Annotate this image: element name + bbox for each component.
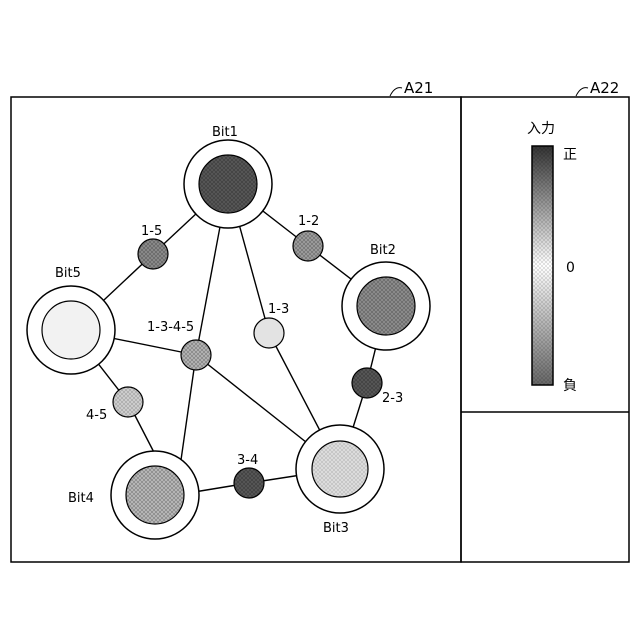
ref-main-leader — [390, 88, 402, 96]
qubit-label: Bit3 — [323, 521, 349, 536]
coupler-label: 3-4 — [237, 453, 258, 468]
ref-main-label: A21 — [404, 79, 433, 97]
qubit-bit2: Bit2 — [342, 243, 430, 350]
qubit-bit4: Bit4 — [68, 451, 199, 539]
coupler-label: 1-3 — [268, 302, 289, 317]
coupler-label: 1-2 — [298, 214, 319, 229]
coupler-1-3: 1-3 — [254, 302, 289, 348]
legend-bottom-label: 負 — [563, 378, 577, 394]
ref-side-leader — [576, 88, 588, 96]
legend-title: 入力 — [527, 121, 555, 137]
coupler-label: 1-3-4-5 — [147, 320, 194, 335]
coupler-1-5: 1-5 — [138, 224, 168, 269]
qubit-bit5: Bit5 — [27, 266, 115, 374]
qubit-fill — [42, 301, 100, 359]
qubit-bit3: Bit3 — [296, 425, 384, 536]
coupler-4-5: 4-5 — [86, 387, 143, 423]
legend-top-label: 正 — [563, 147, 577, 163]
coupler-label: 4-5 — [86, 408, 107, 423]
qubit-bit1: Bit1 — [184, 125, 272, 228]
legend-mid-label: 0 — [566, 260, 575, 276]
coupler-2-3: 2-3 — [352, 368, 403, 406]
ref-side-label: A22 — [590, 79, 619, 97]
qubit-label: Bit4 — [68, 491, 94, 506]
legend-colorbar-hatch — [532, 146, 553, 385]
coupler-1-2: 1-2 — [293, 214, 323, 261]
qubit-label: Bit5 — [55, 266, 81, 281]
qubit-label: Bit2 — [370, 243, 396, 258]
coupler-label: 2-3 — [382, 391, 403, 406]
coupler-3-4: 3-4 — [234, 453, 264, 498]
input-legend: 入力 正 0 負 — [527, 121, 577, 394]
qubit-label: Bit1 — [212, 125, 238, 140]
coupler-label: 1-5 — [141, 224, 162, 239]
